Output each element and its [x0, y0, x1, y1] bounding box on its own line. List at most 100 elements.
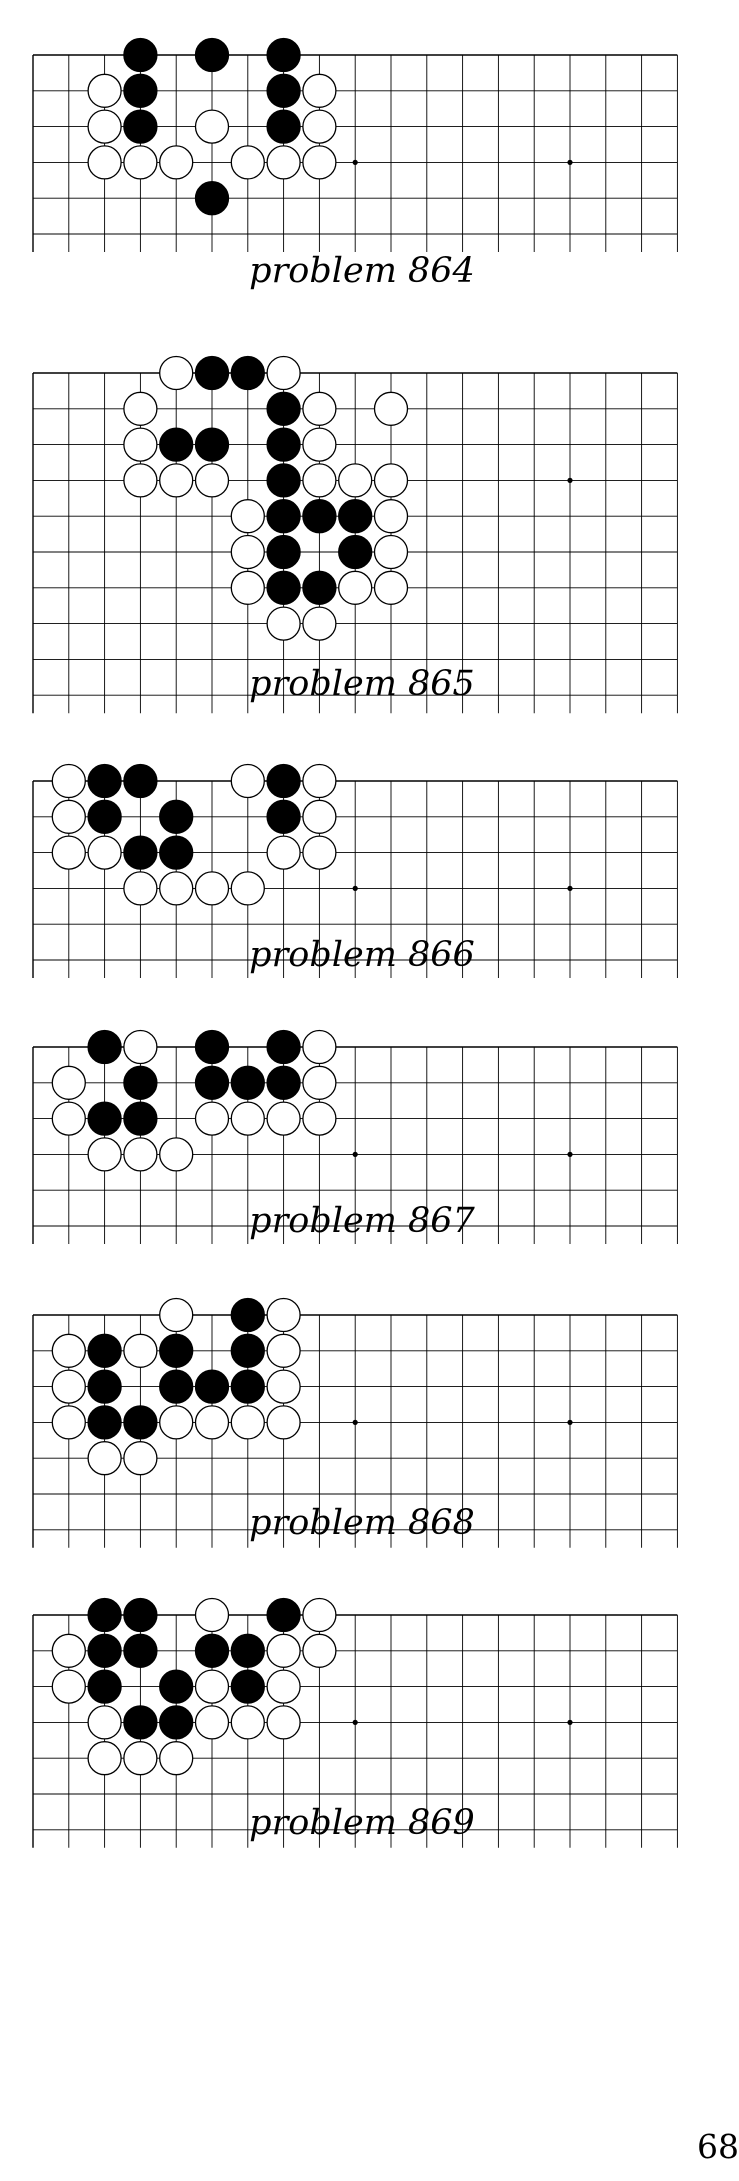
white-stone — [194, 1101, 230, 1136]
white-stone — [230, 871, 265, 906]
white-stone — [373, 463, 409, 498]
white-stone — [230, 570, 265, 605]
white-stone — [302, 1633, 337, 1668]
white-stone — [159, 145, 194, 180]
black-stone — [194, 1029, 230, 1065]
white-stone — [87, 835, 122, 870]
white-stone — [159, 463, 194, 498]
white-stone — [230, 145, 265, 180]
white-stone — [194, 871, 230, 906]
white-stone — [302, 73, 337, 108]
white-stone — [338, 463, 373, 498]
white-stone — [266, 355, 301, 391]
black-stone — [266, 763, 301, 799]
black-stone — [87, 1029, 122, 1065]
star-point — [567, 159, 573, 165]
white-stone — [302, 1597, 337, 1633]
go-board-868 — [32, 1297, 678, 1548]
black-stone — [159, 427, 194, 462]
white-stone — [87, 73, 122, 108]
black-stone — [87, 1369, 122, 1404]
white-stone — [266, 145, 301, 180]
star-point — [567, 1719, 573, 1725]
black-stone — [266, 37, 301, 73]
black-stone — [266, 1065, 301, 1100]
black-stone — [123, 1065, 158, 1100]
white-stone — [230, 1705, 265, 1740]
black-stone — [266, 391, 301, 426]
white-stone — [266, 606, 301, 641]
white-stone — [230, 1101, 265, 1136]
black-stone — [87, 1333, 122, 1368]
star-point — [352, 159, 358, 165]
white-stone — [87, 1137, 122, 1172]
black-stone — [266, 1597, 301, 1633]
white-stone — [51, 1669, 86, 1704]
black-stone — [266, 109, 301, 144]
white-stone — [123, 1441, 158, 1476]
black-stone — [230, 1297, 265, 1333]
star-point — [352, 1151, 358, 1157]
black-stone — [87, 1633, 122, 1668]
white-stone — [194, 1669, 230, 1704]
black-stone — [194, 355, 230, 391]
white-stone — [159, 1741, 194, 1776]
go-board-865 — [32, 355, 678, 714]
white-stone — [266, 835, 301, 870]
white-stone — [123, 145, 158, 180]
black-stone — [87, 1669, 122, 1704]
white-stone — [51, 1633, 86, 1668]
black-stone — [87, 763, 122, 799]
white-stone — [159, 1405, 194, 1440]
white-stone — [194, 463, 230, 498]
white-stone — [302, 1029, 337, 1065]
black-stone — [159, 835, 194, 870]
black-stone — [302, 570, 337, 605]
white-stone — [87, 1741, 122, 1776]
black-stone — [194, 1369, 230, 1404]
white-stone — [302, 427, 337, 462]
white-stone — [302, 463, 337, 498]
black-stone — [123, 109, 158, 144]
white-stone — [373, 499, 409, 534]
white-stone — [230, 499, 265, 534]
white-stone — [302, 835, 337, 870]
black-stone — [194, 1065, 230, 1100]
white-stone — [123, 391, 158, 426]
white-stone — [87, 1441, 122, 1476]
white-stone — [230, 1405, 265, 1440]
white-stone — [51, 835, 86, 870]
black-stone — [230, 1333, 265, 1368]
star-point — [352, 1419, 358, 1425]
black-stone — [123, 1405, 158, 1440]
black-stone — [338, 534, 373, 570]
black-stone — [266, 570, 301, 605]
white-stone — [123, 1137, 158, 1172]
black-stone — [194, 427, 230, 462]
white-stone — [123, 871, 158, 906]
white-stone — [266, 1633, 301, 1668]
problem-label-865: problem 865 — [249, 664, 475, 704]
white-stone — [266, 1333, 301, 1368]
black-stone — [123, 1597, 158, 1633]
black-stone — [194, 37, 230, 73]
problem-label-869: problem 869 — [249, 1803, 475, 1843]
star-point — [352, 1719, 358, 1725]
black-stone — [123, 1633, 158, 1668]
white-stone — [194, 109, 230, 144]
white-stone — [123, 427, 158, 462]
white-stone — [51, 1405, 86, 1440]
white-stone — [87, 109, 122, 144]
white-stone — [266, 1405, 301, 1440]
white-stone — [51, 1333, 86, 1368]
black-stone — [266, 534, 301, 570]
white-stone — [194, 1705, 230, 1740]
go-board-869 — [32, 1597, 678, 1848]
white-stone — [302, 606, 337, 641]
white-stone — [194, 1405, 230, 1440]
white-stone — [302, 763, 337, 799]
black-stone — [266, 73, 301, 108]
star-point — [567, 1419, 573, 1425]
white-stone — [159, 355, 194, 391]
black-stone — [123, 835, 158, 870]
